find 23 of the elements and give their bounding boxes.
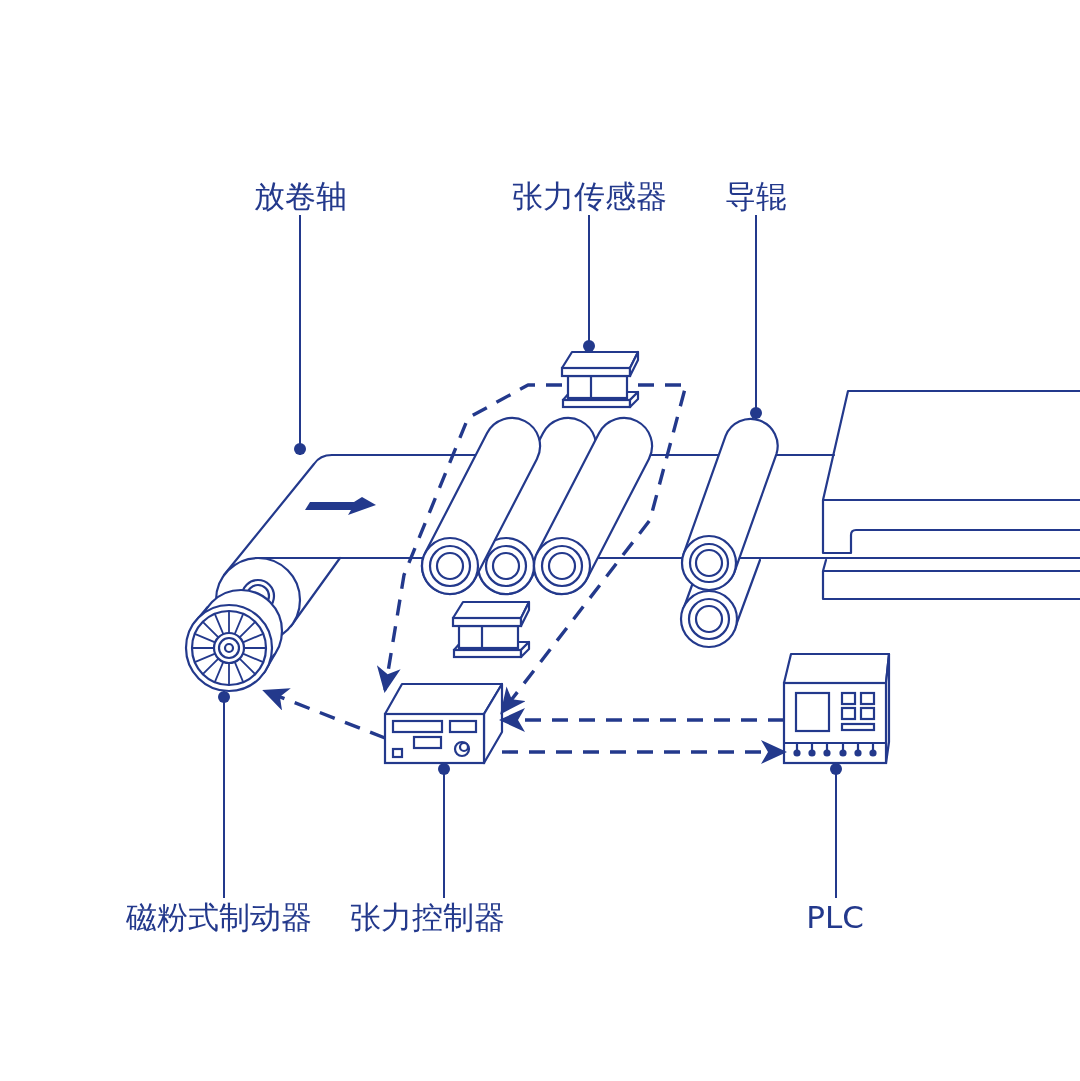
brake-wheel-drawing — [184, 588, 284, 693]
leader-line — [438, 762, 450, 899]
dashed-arrow — [376, 383, 562, 693]
dashed-arrow — [499, 708, 784, 732]
leader-line — [218, 690, 230, 899]
dashed-arrow — [262, 688, 386, 740]
part-label: 张力控制器 — [349, 898, 505, 936]
tension-sensor — [560, 350, 640, 409]
part-label: 磁粉式制动器 — [126, 898, 312, 936]
leader-line — [583, 214, 595, 353]
part-label: 张力传感器 — [511, 177, 667, 215]
part-label: 导辊 — [725, 177, 787, 215]
controller-drawing — [383, 682, 504, 765]
leader-line — [750, 214, 762, 420]
leader-line — [830, 762, 842, 899]
tension-sensor — [451, 600, 531, 659]
dashed-arrow — [502, 740, 787, 764]
leader-line — [294, 214, 306, 456]
part-label: 放卷轴 — [253, 177, 347, 215]
part-label: PLC — [806, 898, 864, 936]
dashed-arrow — [500, 383, 688, 715]
plc-drawing — [782, 652, 891, 765]
guide-roller — [680, 417, 779, 592]
